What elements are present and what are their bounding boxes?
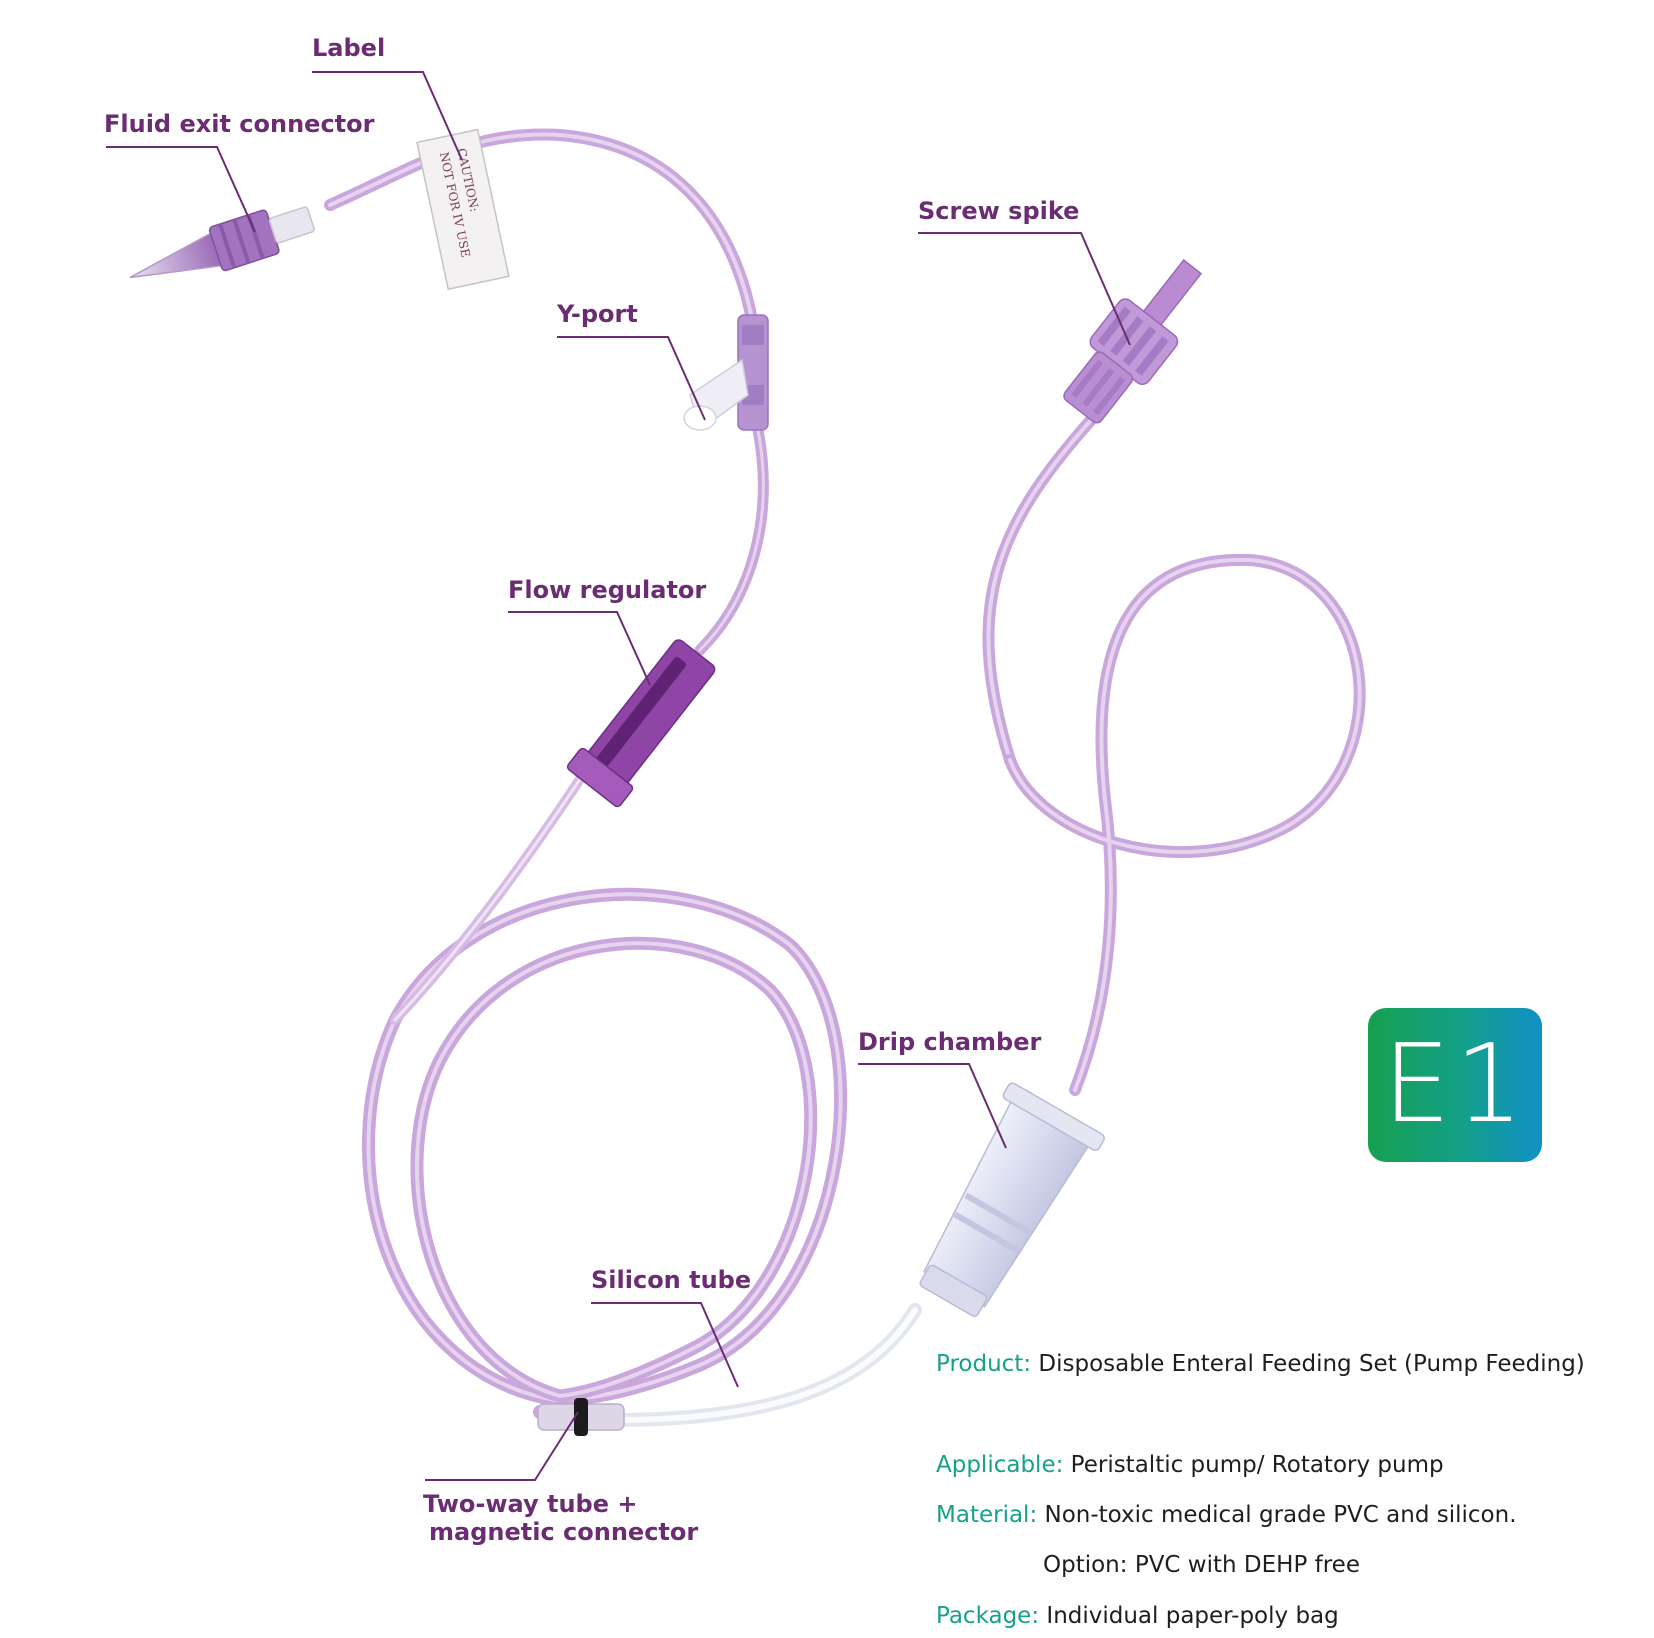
label-two-way-line2: magnetic connector xyxy=(429,1518,699,1546)
model-badge: E1 xyxy=(1368,1008,1542,1162)
label-flow-regulator: Flow regulator xyxy=(508,576,707,604)
label-two-way-tube: Two-way tube + magnetic connector xyxy=(423,1490,698,1546)
callout-flow-regulator xyxy=(508,611,651,686)
two-way-connector-part xyxy=(537,1398,625,1436)
info-package-row: Package: Individual paper-poly bag xyxy=(936,1601,1339,1631)
fluid-exit-connector-part xyxy=(129,206,315,279)
callout-drip-chamber xyxy=(858,1063,1007,1149)
info-material-value: Non-toxic medical grade PVC and silicon. xyxy=(1044,1502,1517,1528)
callout-screw-spike xyxy=(918,232,1131,346)
tubing xyxy=(324,128,1366,1427)
label-two-way-line1: Two-way tube + xyxy=(423,1490,638,1518)
callout-y-port xyxy=(557,336,706,421)
drip-chamber-part xyxy=(919,1082,1105,1318)
callout-two-way xyxy=(425,1411,579,1481)
screw-spike-part xyxy=(1063,258,1203,424)
tube-loop-right xyxy=(1004,553,1366,1096)
info-product-key: Product: xyxy=(936,1351,1032,1377)
info-applicable-key: Applicable: xyxy=(936,1452,1064,1478)
info-product-row: Product: Disposable Enteral Feeding Set … xyxy=(936,1349,1585,1379)
info-material-row: Material: Non-toxic medical grade PVC an… xyxy=(936,1500,1517,1530)
label-fluid-exit-connector: Fluid exit connector xyxy=(104,110,375,138)
info-applicable-value: Peristaltic pump/ Rotatory pump xyxy=(1070,1452,1444,1478)
y-port-part xyxy=(683,314,769,432)
info-applicable-row: Applicable: Peristaltic pump/ Rotatory p… xyxy=(936,1450,1444,1480)
callout-silicon-tube xyxy=(591,1302,739,1388)
info-material-key: Material: xyxy=(936,1502,1038,1528)
info-package-key: Package: xyxy=(936,1603,1040,1629)
label-y-port: Y-port xyxy=(557,300,638,328)
caution-label-tag: CAUTION: NOT FOR IV USE xyxy=(416,128,510,291)
label-label: Label xyxy=(312,34,386,62)
info-material-option: Option: PVC with DEHP free xyxy=(1043,1552,1360,1578)
callout-label xyxy=(312,71,463,161)
info-package-value: Individual paper-poly bag xyxy=(1046,1603,1339,1629)
callout-fluid-exit xyxy=(106,146,256,233)
flow-regulator-part xyxy=(566,639,716,808)
info-product-value: Disposable Enteral Feeding Set (Pump Fee… xyxy=(1038,1351,1585,1377)
label-silicon-tube: Silicon tube xyxy=(591,1266,752,1294)
callout-lines xyxy=(106,71,1131,1481)
label-screw-spike: Screw spike xyxy=(918,197,1080,225)
label-drip-chamber: Drip chamber xyxy=(858,1028,1042,1056)
